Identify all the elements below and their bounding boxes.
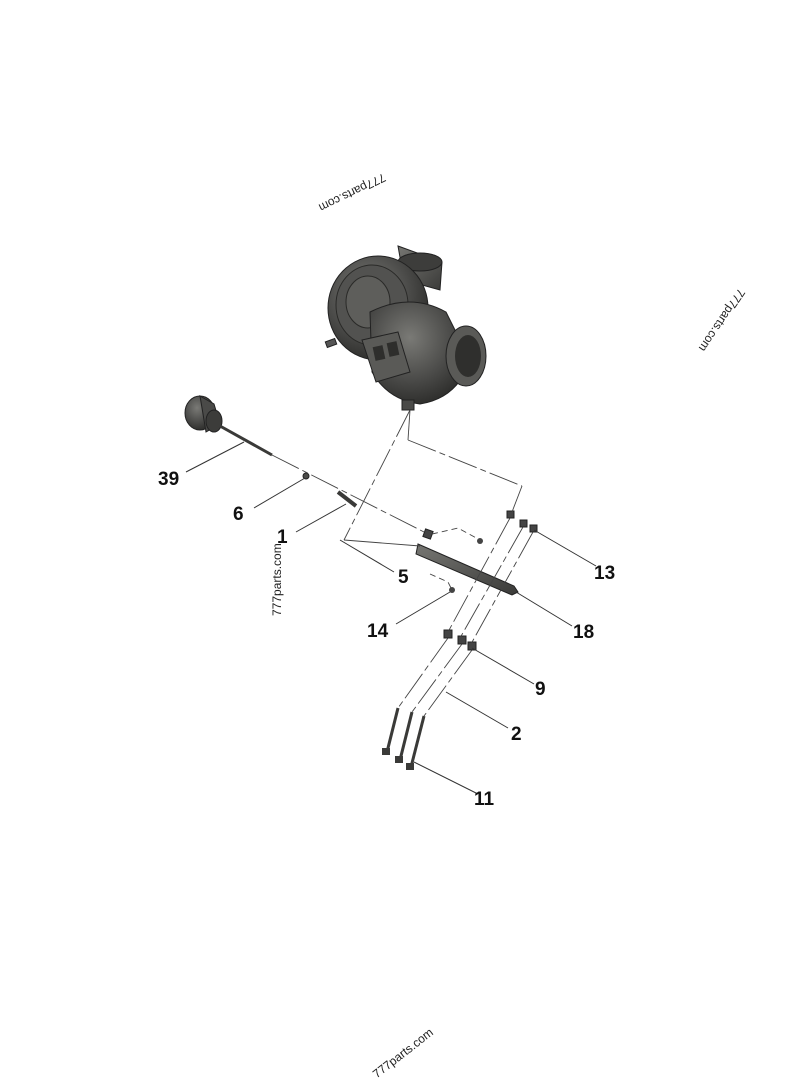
turbocharger-part xyxy=(324,245,487,411)
leader-lines xyxy=(185,441,597,795)
washer-part-14 xyxy=(449,587,455,593)
callout-39: 39 xyxy=(158,469,180,490)
callout-6: 6 xyxy=(233,504,244,525)
leader-18 xyxy=(515,591,573,627)
callout-14: 14 xyxy=(367,621,389,642)
leader-11 xyxy=(413,761,479,795)
leader-1 xyxy=(295,503,347,533)
clip-part-5 xyxy=(477,538,483,544)
callout-13: 13 xyxy=(594,563,616,584)
callout-9: 9 xyxy=(535,679,546,700)
callout-2: 2 xyxy=(511,724,522,745)
small-parts xyxy=(302,472,538,770)
leader-2 xyxy=(445,691,509,729)
callout-1: 1 xyxy=(277,527,288,548)
callout-11: 11 xyxy=(474,789,495,810)
watermark-left: 777parts.com xyxy=(270,543,284,616)
pin-part-1 xyxy=(336,490,358,508)
nut-part-6 xyxy=(302,472,310,480)
callout-5: 5 xyxy=(398,567,409,588)
assembly-lines xyxy=(271,409,534,717)
leader-13 xyxy=(533,529,597,567)
leader-9 xyxy=(471,647,535,685)
bracket-part-18 xyxy=(415,543,519,596)
clip-part xyxy=(422,528,434,540)
leader-6 xyxy=(253,477,306,509)
leader-39 xyxy=(185,441,245,473)
leader-5 xyxy=(339,539,395,573)
leader-14 xyxy=(395,591,451,625)
wastegate-actuator-part xyxy=(184,395,273,457)
callout-18: 18 xyxy=(573,622,595,643)
